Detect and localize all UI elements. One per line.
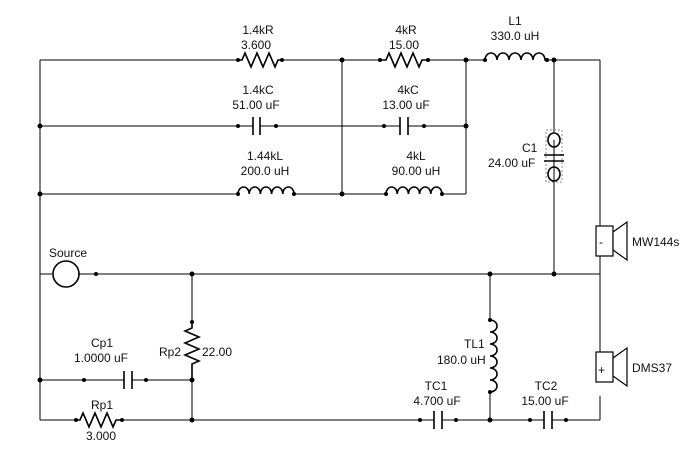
inductor-tl1-value: 180.0 uH bbox=[437, 353, 486, 367]
inductor-4kl-name: 4kL bbox=[406, 149, 426, 163]
capacitor-tc2-name: TC2 bbox=[535, 379, 558, 393]
capacitor-1-4kc[interactable]: 1.4kC 51.00 uF bbox=[232, 83, 280, 135]
capacitor-tc2-value: 15.00 uF bbox=[521, 394, 568, 408]
capacitor-c1[interactable]: C1 24.00 uF bbox=[488, 129, 564, 196]
speaker-mw144s-polarity: - bbox=[599, 235, 603, 249]
resistor-1-4kr[interactable]: 1.4kR 3.600 bbox=[238, 23, 282, 70]
capacitor-tc2[interactable]: TC2 15.00 uF bbox=[521, 379, 569, 429]
resistor-rp1-name: Rp1 bbox=[91, 398, 113, 412]
resistor-4kr[interactable]: 4kR 15.00 bbox=[380, 23, 428, 70]
capacitor-4kc-name: 4kC bbox=[397, 83, 419, 97]
inductor-l1-name: L1 bbox=[508, 14, 522, 28]
capacitor-tc1-value: 4.700 uF bbox=[413, 394, 460, 408]
capacitor-tc1[interactable]: TC1 4.700 uF bbox=[413, 379, 461, 429]
inductor-tl1[interactable]: TL1 180.0 uH bbox=[437, 319, 498, 393]
capacitor-cp1[interactable]: Cp1 1.0000 uF bbox=[74, 336, 133, 389]
resistor-rp2-value: 22.00 bbox=[202, 345, 232, 359]
capacitor-c1-name: C1 bbox=[522, 141, 538, 155]
resistor-1-4kr-value: 3.600 bbox=[241, 38, 271, 52]
inductor-4kl[interactable]: 4kL 90.00 uH bbox=[385, 149, 443, 195]
capacitor-4kc-value: 13.00 uF bbox=[382, 98, 429, 112]
speaker-dms37-name: DMS37 bbox=[632, 361, 672, 375]
resistor-rp1[interactable]: Rp1 3.000 bbox=[76, 398, 122, 443]
capacitor-cp1-value: 1.0000 uF bbox=[74, 351, 128, 365]
capacitor-cp1-name: Cp1 bbox=[91, 336, 113, 350]
inductor-1-44kl-value: 200.0 uH bbox=[241, 164, 290, 178]
speaker-mw144s[interactable]: - MW144s bbox=[595, 220, 679, 262]
inductor-l1-value: 330.0 uH bbox=[491, 29, 540, 43]
capacitor-tc1-name: TC1 bbox=[425, 379, 448, 393]
resistor-rp1-value: 3.000 bbox=[86, 429, 116, 443]
resistor-rp2-name: Rp2 bbox=[159, 345, 181, 359]
resistor-4kr-name: 4kR bbox=[395, 23, 417, 37]
speaker-mw144s-name: MW144s bbox=[632, 235, 679, 249]
capacitor-c1-value: 24.00 uF bbox=[488, 156, 535, 170]
resistor-1-4kr-name: 1.4kR bbox=[242, 23, 274, 37]
signal-source-name: Source bbox=[49, 246, 87, 260]
inductor-4kl-value: 90.00 uH bbox=[392, 164, 441, 178]
inductor-tl1-name: TL1 bbox=[464, 337, 485, 351]
capacitor-4kc[interactable]: 4kC 13.00 uF bbox=[382, 83, 430, 135]
capacitor-1-4kc-name: 1.4kC bbox=[242, 83, 274, 97]
capacitor-1-4kc-value: 51.00 uF bbox=[232, 98, 279, 112]
resistor-4kr-value: 15.00 bbox=[389, 38, 419, 52]
speaker-dms37-polarity: + bbox=[598, 363, 605, 377]
inductor-l1[interactable]: L1 330.0 uH bbox=[484, 14, 547, 61]
speaker-dms37[interactable]: + DMS37 bbox=[595, 346, 672, 388]
signal-source[interactable]: Source bbox=[49, 246, 96, 288]
junction-dots bbox=[37, 57, 568, 423]
inductor-1-44kl-name: 1.44kL bbox=[247, 149, 283, 163]
resistor-rp2[interactable]: Rp2 22.00 bbox=[159, 322, 232, 380]
inductor-1-44kl[interactable]: 1.44kL 200.0 uH bbox=[237, 149, 295, 195]
wires bbox=[39, 59, 601, 421]
